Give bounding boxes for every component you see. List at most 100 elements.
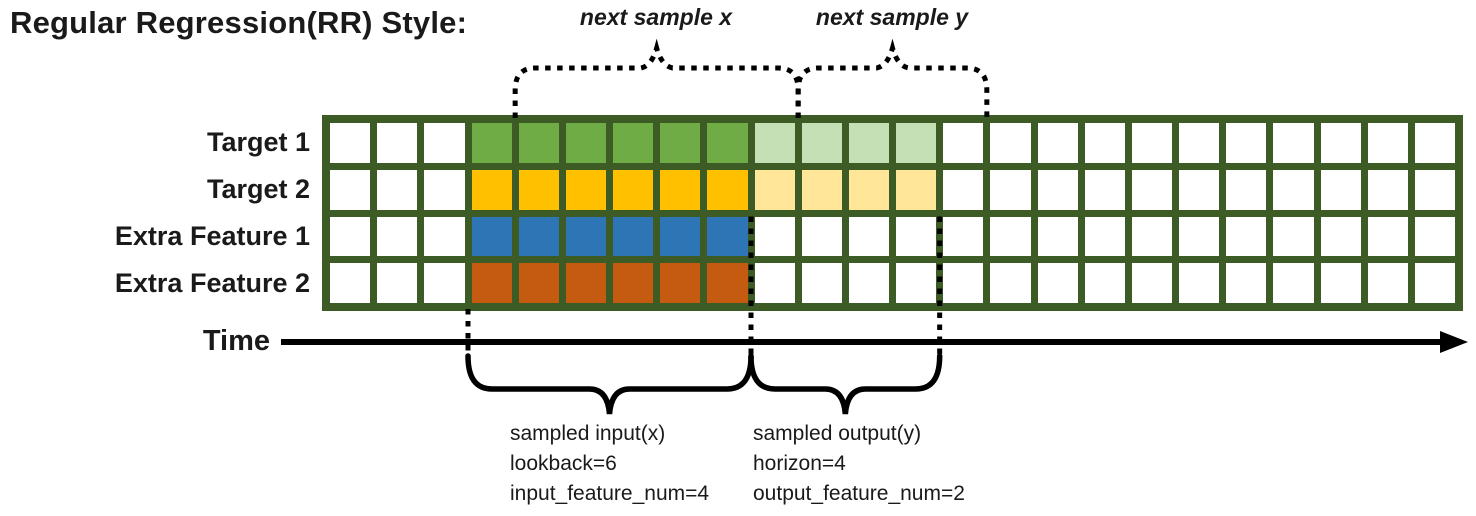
cell-r4-c10 xyxy=(754,263,795,303)
cell-r4-c17 xyxy=(1084,263,1125,303)
time-axis-arrowhead-icon xyxy=(1440,331,1468,353)
cell-r1-c3 xyxy=(424,123,465,163)
cell-r4-c23 xyxy=(1367,263,1408,303)
cell-r1-c19 xyxy=(1179,123,1220,163)
page-title: Regular Regression(RR) Style: xyxy=(10,5,468,40)
cell-r1-c9 xyxy=(707,123,748,163)
cell-r3-c19 xyxy=(1179,216,1220,257)
cell-r3-c11 xyxy=(801,216,842,257)
cell-r1-c11 xyxy=(801,123,842,163)
sampled-input-title: sampled input(x) xyxy=(510,422,666,445)
next-sample-y-brace xyxy=(795,38,990,118)
cell-r1-c15 xyxy=(990,123,1031,163)
lookback-value: lookback=6 xyxy=(510,452,617,475)
cell-r2-c4 xyxy=(471,169,512,210)
next-sample-x-brace xyxy=(512,38,801,118)
cell-r4-c11 xyxy=(801,263,842,303)
next-sample-x-label: next sample x xyxy=(579,4,733,30)
cell-r2-c21 xyxy=(1273,169,1314,210)
cell-r1-c22 xyxy=(1320,123,1361,163)
cell-r1-c23 xyxy=(1367,123,1408,163)
cell-r1-c13 xyxy=(896,123,937,163)
cell-r2-c15 xyxy=(990,169,1031,210)
cell-r4-c3 xyxy=(424,263,465,303)
cell-r2-c11 xyxy=(801,169,842,210)
sampled-output-note: sampled output(y) horizon=4 output_featu… xyxy=(753,419,965,509)
cell-r4-c12 xyxy=(848,263,889,303)
cell-r4-c15 xyxy=(990,263,1031,303)
cell-r1-c17 xyxy=(1084,123,1125,163)
cell-r2-c12 xyxy=(848,169,889,210)
cell-r3-c3 xyxy=(424,216,465,257)
cell-r1-c14 xyxy=(943,123,984,163)
cell-r4-c19 xyxy=(1179,263,1220,303)
cell-r1-c2 xyxy=(377,123,418,163)
row-label-target-2: Target 2 xyxy=(206,174,310,204)
cell-r3-c4 xyxy=(471,216,512,257)
sampled-output-title: sampled output(y) xyxy=(753,422,922,445)
cell-r2-c14 xyxy=(943,169,984,210)
cell-r4-c20 xyxy=(1226,263,1267,303)
cell-r3-c2 xyxy=(377,216,418,257)
cell-r3-c20 xyxy=(1226,216,1267,257)
cell-r3-c9 xyxy=(707,216,748,257)
cell-r3-c6 xyxy=(565,216,606,257)
cell-r3-c16 xyxy=(1037,216,1078,257)
cell-r3-c17 xyxy=(1084,216,1125,257)
cell-r2-c24 xyxy=(1414,169,1455,210)
cell-r1-c12 xyxy=(848,123,889,163)
cell-r3-c14 xyxy=(943,216,984,257)
cell-r1-c21 xyxy=(1273,123,1314,163)
cell-r3-c1 xyxy=(330,216,371,257)
cell-r3-c8 xyxy=(660,216,701,257)
cell-r4-c21 xyxy=(1273,263,1314,303)
cell-r4-c22 xyxy=(1320,263,1361,303)
cell-r4-c14 xyxy=(943,263,984,303)
cell-r1-c10 xyxy=(754,123,795,163)
cell-r4-c24 xyxy=(1414,263,1455,303)
cell-r3-c24 xyxy=(1414,216,1455,257)
cell-r2-c9 xyxy=(707,169,748,210)
cell-r1-c20 xyxy=(1226,123,1267,163)
cell-r2-c22 xyxy=(1320,169,1361,210)
cell-r4-c6 xyxy=(565,263,606,303)
cell-r2-c13 xyxy=(896,169,937,210)
cell-r1-c16 xyxy=(1037,123,1078,163)
cell-r4-c18 xyxy=(1131,263,1172,303)
cell-r4-c8 xyxy=(660,263,701,303)
cell-r2-c10 xyxy=(754,169,795,210)
input-feature-num: input_feature_num=4 xyxy=(510,482,710,505)
cell-r4-c7 xyxy=(613,263,654,303)
cell-r4-c4 xyxy=(471,263,512,303)
cell-r1-c18 xyxy=(1131,123,1172,163)
sampled-input-brace xyxy=(465,353,754,415)
cell-r3-c10 xyxy=(754,216,795,257)
cell-r1-c8 xyxy=(660,123,701,163)
cell-r2-c16 xyxy=(1037,169,1078,210)
cell-r4-c16 xyxy=(1037,263,1078,303)
next-sample-y-label: next sample y xyxy=(815,4,969,30)
cell-r1-c4 xyxy=(471,123,512,163)
cell-r4-c1 xyxy=(330,263,371,303)
cell-r2-c6 xyxy=(565,169,606,210)
row-label-target-1: Target 1 xyxy=(206,127,310,157)
cell-r3-c15 xyxy=(990,216,1031,257)
cell-r2-c20 xyxy=(1226,169,1267,210)
time-series-grid xyxy=(322,115,1463,311)
cell-r2-c17 xyxy=(1084,169,1125,210)
cell-r2-c18 xyxy=(1131,169,1172,210)
cell-r3-c21 xyxy=(1273,216,1314,257)
cell-r3-c5 xyxy=(518,216,559,257)
output-feature-num: output_feature_num=2 xyxy=(753,482,965,505)
cell-r2-c23 xyxy=(1367,169,1408,210)
cell-r1-c6 xyxy=(565,123,606,163)
cell-r3-c22 xyxy=(1320,216,1361,257)
cell-r4-c13 xyxy=(896,263,937,303)
cell-r2-c2 xyxy=(377,169,418,210)
row-label-extra-feature-1: Extra Feature 1 xyxy=(114,221,310,251)
cell-r1-c7 xyxy=(613,123,654,163)
cell-r1-c5 xyxy=(518,123,559,163)
sampled-output-brace xyxy=(748,353,943,415)
row-label-extra-feature-2: Extra Feature 2 xyxy=(114,268,310,298)
